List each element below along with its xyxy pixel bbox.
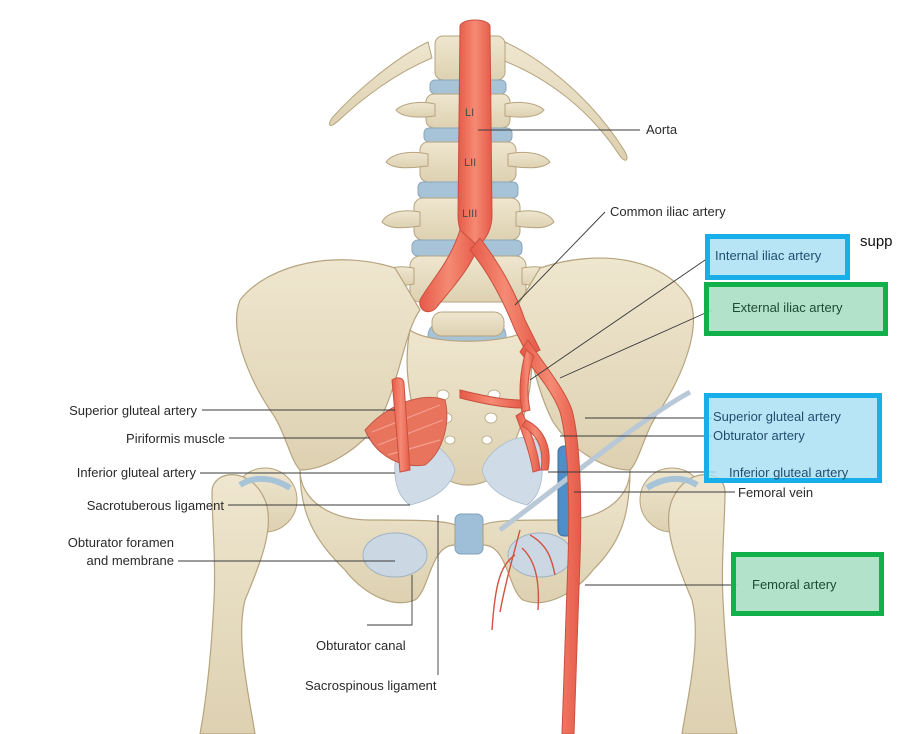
left-ilium [236, 259, 421, 471]
arterial-tree [391, 19, 582, 734]
internal-iliac-artery-text: Internal iliac artery [715, 248, 822, 263]
highlight-gluteal-group: Superior gluteal artery Obturator artery… [704, 393, 882, 483]
label-obturator-foramen: Obturator foramen [67, 535, 174, 550]
vertebra-label-l1: LI [465, 107, 475, 119]
label-aorta: Aorta [646, 122, 678, 137]
left-obturator-membrane [362, 532, 428, 578]
vertebra-label-l3: LIII [462, 208, 478, 220]
pudendal-branches [491, 529, 556, 631]
external-iliac-artery-text: External iliac artery [732, 300, 843, 315]
label-inferior-gluteal-artery-left: Inferior gluteal artery [76, 465, 196, 480]
label-sacrotuberous-ligament: Sacrotuberous ligament [86, 498, 224, 513]
label-piriformis-muscle: Piriformis muscle [126, 431, 225, 446]
right-femur [667, 474, 738, 734]
right-rib [501, 41, 628, 161]
label-obturator-canal: Obturator canal [316, 638, 406, 653]
highlight-femoral-artery: Femoral artery [731, 552, 884, 616]
label-femoral-vein: Femoral vein [738, 485, 814, 500]
label-superior-gluteal-artery-left: Superior gluteal artery [69, 403, 197, 418]
left-femur [199, 474, 270, 734]
annotation-note: supp [860, 233, 893, 250]
label-sacrospinous-ligament: Sacrospinous ligament [305, 678, 437, 693]
leader-lines [178, 129, 738, 675]
left-rib [329, 41, 433, 126]
label-obturator-membrane: and membrane [86, 553, 174, 568]
inferior-gluteal-artery-text: Inferior gluteal artery [729, 465, 849, 480]
obturator-artery-text: Obturator artery [713, 428, 805, 443]
femoral-artery-text: Femoral artery [752, 577, 837, 592]
superior-gluteal-artery-text: Superior gluteal artery [713, 409, 841, 424]
vertebra-label-l2: LII [464, 157, 477, 169]
right-ligaments [481, 437, 543, 506]
label-common-iliac-artery: Common iliac artery [610, 204, 726, 219]
highlight-internal-iliac: Internal iliac artery [705, 234, 850, 280]
highlight-external-iliac: External iliac artery [704, 282, 888, 336]
